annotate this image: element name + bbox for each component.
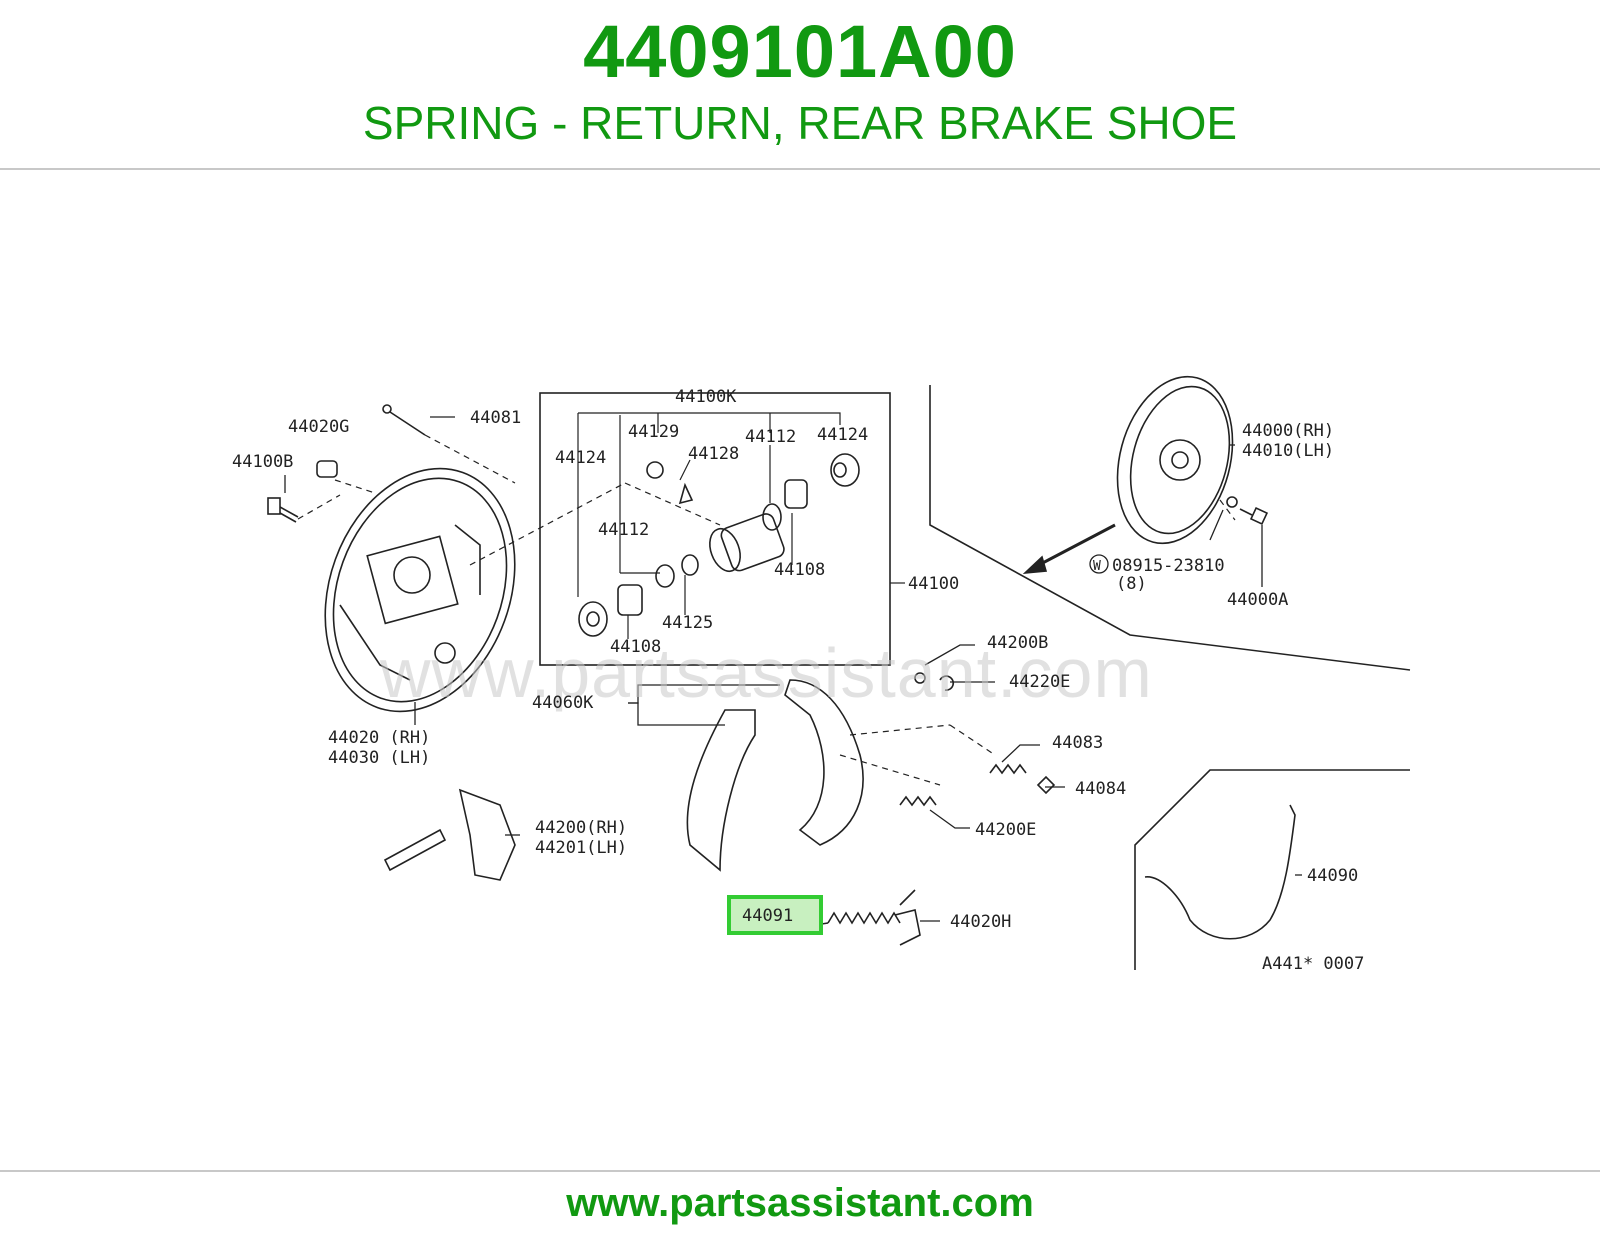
- label-08915-w: W: [1093, 559, 1101, 574]
- footer-divider: [0, 1170, 1600, 1172]
- washer-44200B: [914, 672, 926, 684]
- label-44081: 44081: [470, 408, 521, 428]
- spring-44200E: [899, 795, 937, 807]
- assembly-arrow: [1034, 523, 1116, 569]
- label-44020G: 44020G: [288, 417, 349, 437]
- label-44108-right: 44108: [774, 560, 825, 580]
- label-44020H: 44020H: [950, 912, 1011, 932]
- label-44220E: 44220E: [1009, 672, 1070, 692]
- label-44125: 44125: [662, 613, 713, 633]
- pin-44081: [382, 404, 426, 436]
- retainer-44084: [1036, 775, 1056, 795]
- parts-diagram: www.partsassistant.com 44081 44020G 4410…: [180, 335, 1420, 1010]
- highlighted-part-box[interactable]: [727, 895, 823, 935]
- inset-divider-top: [929, 385, 1411, 671]
- return-spring-44091: [814, 889, 916, 926]
- label-44100: 44100: [908, 574, 959, 594]
- label-44108-left: 44108: [610, 637, 661, 657]
- label-08915-23810: 08915-23810: [1112, 556, 1225, 576]
- label-44084: 44084: [1075, 779, 1126, 799]
- page-header: 4409101A00 SPRING - RETURN, REAR BRAKE S…: [0, 0, 1600, 168]
- bolt-44000A: [1226, 496, 1269, 526]
- label-44083: 44083: [1052, 733, 1103, 753]
- label-44091[interactable]: 44091: [742, 906, 793, 926]
- brake-shoe-kit-44060K: [686, 679, 864, 872]
- diagram-reference-code: A441* 0007: [1262, 954, 1364, 974]
- kit-box-44100K: [539, 392, 891, 666]
- label-44090: 44090: [1307, 866, 1358, 886]
- label-44112-top: 44112: [745, 427, 796, 447]
- footer-website-link[interactable]: www.partsassistant.com: [566, 1181, 1034, 1225]
- label-44060K: 44060K: [532, 693, 594, 713]
- arrow-head: [1022, 555, 1048, 575]
- label-44010LH: 44010(LH): [1242, 441, 1334, 461]
- label-44000A: 44000A: [1227, 590, 1288, 610]
- bolt-44100B: [267, 497, 299, 523]
- label-44200RH: 44200(RH): [535, 818, 627, 838]
- label-44124-left: 44124: [555, 448, 606, 468]
- label-44020RH: 44020 (RH): [328, 728, 430, 748]
- inset-divider-bottom: [1134, 769, 1410, 970]
- backing-plate-44020: [324, 467, 516, 713]
- wheel-cylinder-44100: [709, 513, 785, 573]
- label-44124-right: 44124: [817, 425, 868, 445]
- label-44129: 44129: [628, 422, 679, 442]
- part-number: 4409101A00: [583, 10, 1017, 93]
- label-44030LH: 44030 (LH): [328, 748, 430, 768]
- label-44128: 44128: [688, 444, 739, 464]
- label-44100B: 44100B: [232, 452, 293, 472]
- grommet-44020G: [316, 460, 338, 478]
- label-44201LH: 44201(LH): [535, 838, 627, 858]
- label-44000RH: 44000(RH): [1242, 421, 1334, 441]
- cylinder-kit-parts: [578, 453, 860, 637]
- clip-44020H: [894, 909, 921, 946]
- part-description: SPRING - RETURN, REAR BRAKE SHOE: [362, 97, 1238, 149]
- washer-symbol: [1089, 554, 1109, 574]
- exploded-brake-diagram: www.partsassistant.com 44081 44020G 4410…: [232, 375, 1411, 974]
- label-08915-qty: (8): [1116, 574, 1147, 594]
- spring-44083: [989, 763, 1027, 775]
- label-44200B: 44200B: [987, 633, 1048, 653]
- header-divider: [0, 168, 1600, 170]
- watermark: www.partsassistant.com: [379, 634, 1153, 712]
- label-44100K: 44100K: [675, 387, 737, 407]
- drum-brake-assembly-44000: [1116, 375, 1234, 545]
- label-44112-mid: 44112: [598, 520, 649, 540]
- clip-44220E: [939, 675, 955, 691]
- label-44200E: 44200E: [975, 820, 1036, 840]
- adjuster-44200: [383, 788, 516, 881]
- cable-44090: [1144, 804, 1296, 940]
